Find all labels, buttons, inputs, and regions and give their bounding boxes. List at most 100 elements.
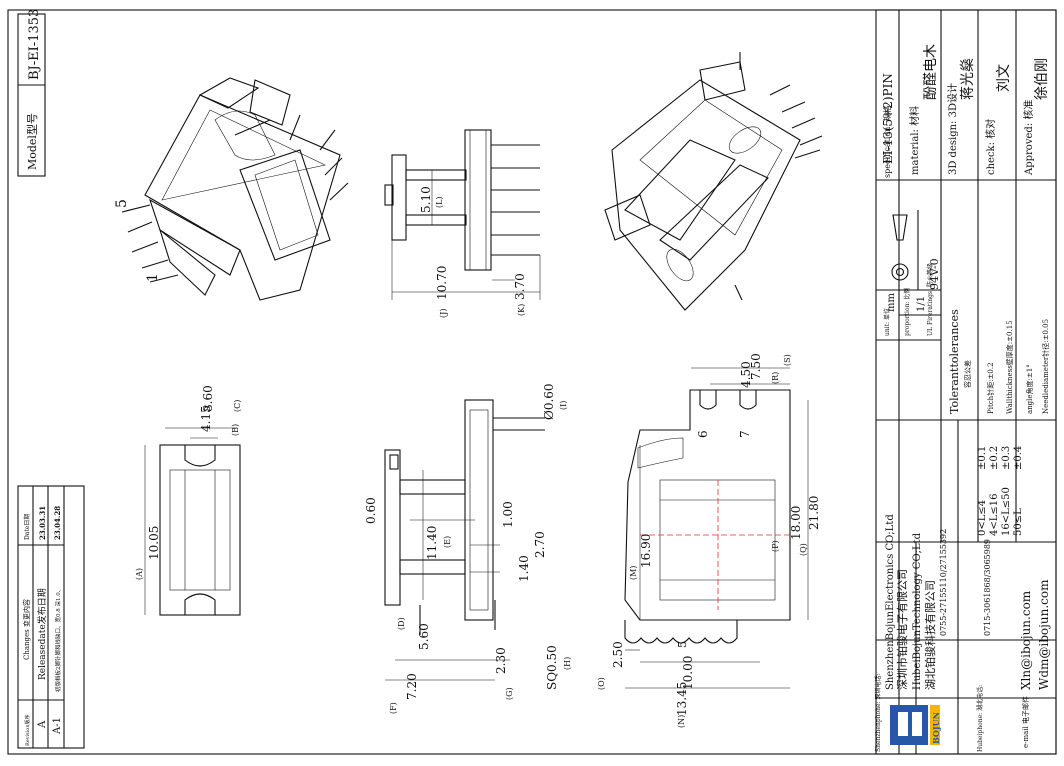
title-block: specification: 规格 EI-13(5+2)PIN unit: 单位…: [874, 9, 1057, 755]
dim-K-tag: (K): [517, 304, 526, 316]
dim-D-value: 5.60: [417, 623, 431, 650]
dim-5-value: 5: [676, 641, 689, 648]
dim-A-tag: (A): [135, 568, 144, 580]
dim-I-value: Ø0.60: [542, 383, 556, 420]
material-value: 酚醛电木: [923, 44, 939, 100]
dim-G-tag: (G): [505, 687, 514, 700]
iso-view-left: 5 1: [114, 77, 349, 301]
dim-C-tag: (C): [233, 400, 242, 412]
dim-I-tag: (I): [559, 401, 568, 410]
changes-row-2-date: 23.04.28: [53, 506, 62, 540]
dim-M-value: 16.90: [639, 534, 653, 568]
dim-G-value: 2.30: [494, 647, 508, 674]
changes-row-1-content: Releasedate发布日期: [36, 588, 48, 680]
spec-value: EI-13(5+2)PIN: [881, 73, 895, 164]
design-label: 3D design: 3D设计: [946, 83, 959, 175]
material-label: material: 材料: [908, 106, 921, 175]
approved-value: 徐伯刚: [1034, 58, 1050, 100]
changes-row-2-content: 初版档板2脚针脚和线缺口、宽0.8 深1.0、: [54, 587, 62, 692]
proportion-label: proportion: 比例: [903, 288, 911, 336]
dim-J-value: 10.70: [435, 266, 449, 300]
tolerance-range-4: 50≤L: [1013, 508, 1024, 536]
tolerance-pitch: Pitch针距:±0.2: [986, 362, 995, 414]
changes-row-1-date: 23.03.31: [38, 506, 47, 540]
dim-N-value: 13.45: [675, 682, 689, 716]
ul-value: 94V-0: [928, 258, 941, 290]
projection-symbol-icon: [891, 214, 909, 281]
company-name-cn-1: 深圳市铂骏电子有限公司: [895, 569, 909, 690]
tolerance-needle: Needlediameter针径:±0.05: [1041, 319, 1050, 414]
dim-H-tag: (H): [563, 657, 572, 670]
changes-row-2-rev: A-1: [52, 717, 63, 735]
company-name-en-2: HubeiBojunTechnology CO;Ltd: [912, 532, 923, 690]
dim-O-value: 2.50: [611, 641, 625, 668]
changes-table: Revision版序 Changes 变更内容 Date日期 A Release…: [17, 485, 85, 749]
email-2: Wdm@ibojun.com: [1037, 579, 1051, 690]
tolerance-angle: angle角度:±1°: [1025, 364, 1034, 414]
model-block: Model型号 BJ-EI-1353: [17, 9, 46, 177]
dim-B-value: 4.15: [199, 405, 213, 432]
dim-S-tag: (S): [783, 354, 792, 366]
dim-L-tag: (L): [435, 196, 444, 208]
model-number: BJ-EI-1353: [27, 9, 42, 80]
side-view-top: 5.10 (L) 10.70 (J) 3.70 (K): [384, 129, 541, 318]
company-name-en-1: ShenzhenBojunElectronics CO;Ltd: [885, 514, 896, 690]
dim-H-value: SQ0.50: [545, 645, 559, 690]
dim-E-value: 11.40: [425, 526, 439, 560]
model-label: Model型号: [25, 113, 39, 170]
dim-S-value: 7.50: [749, 353, 763, 380]
bottom-pin-7-label: 7: [738, 430, 752, 438]
dim-0.60-value: 0.60: [364, 497, 378, 524]
dim-L-value: 5.10: [419, 186, 433, 213]
dim-Q-value: 21.80: [807, 496, 821, 530]
iso-view-right: [604, 52, 823, 311]
dim-10.00-value: 10.00: [681, 656, 695, 690]
changes-date-header: Date日期: [23, 514, 31, 540]
dim-C-value: 8.60: [201, 385, 215, 412]
dim-F-value: 7.20: [405, 673, 419, 700]
tolerance-range-2: 4<L≤16: [989, 494, 1000, 537]
logo-text: BOJUN: [931, 712, 941, 744]
changes-content-header: Changes 变更内容: [22, 599, 31, 660]
dim-B-tag: (B): [231, 424, 240, 436]
company-name-cn-2: 湖北铂骏科技有限公司: [923, 580, 937, 690]
tolerance-value-1: ±0.1: [977, 446, 988, 470]
email-1: Xln@ibojun.com: [1019, 590, 1033, 690]
dim-P-value: 18.00: [789, 506, 803, 540]
bottom-pin-6-label: 6: [696, 430, 710, 438]
top-view: 8.60 (C) 4.15 (B) 10.05 (A): [135, 385, 242, 616]
dim-K-value: 3.70: [513, 273, 527, 300]
dim-O-tag: (O): [597, 677, 606, 690]
tolerance-wall: Wallthickness壁厚度:±0.15: [1005, 320, 1014, 414]
dim-P-tag: (P): [771, 540, 780, 552]
unit-value: mm: [886, 293, 897, 312]
tolerance-range-3: 16<L≤50: [1001, 487, 1012, 536]
phone-hb-label: Hubeiphone: 湖北电话:: [976, 685, 984, 752]
dim-R-tag: (R): [771, 372, 780, 384]
tolerances-title: Toleranttolerances: [948, 309, 961, 414]
check-value: 刘文: [996, 64, 1012, 92]
dim-E-tag: (E): [443, 536, 452, 548]
design-value: 蒋光燊: [959, 58, 976, 100]
tolerance-value-2: ±0.2: [989, 446, 1000, 470]
dim-1.00-value: 1.00: [501, 501, 515, 528]
phone-sz-label: Shenzhenphone: 深圳电话:: [874, 673, 882, 752]
spec-label: specification: 规格: [882, 105, 892, 178]
bojun-logo-icon: BOJUN: [890, 705, 941, 745]
dim-M-tag: (M): [629, 566, 638, 580]
iso-pin-5-label: 5: [114, 199, 130, 208]
phone-sz-value: 0755-27155110/27155392: [939, 529, 948, 636]
ul-label: UL Fireratings: 防火等级: [926, 263, 934, 336]
dim-A-value: 10.05: [147, 526, 161, 560]
changes-rev-header: Revision版序: [24, 714, 31, 746]
changes-row-1-rev: A: [37, 720, 48, 729]
proportion-value: 1/1: [916, 296, 927, 312]
dim-D-tag: (D): [397, 617, 406, 630]
dim-F-tag: (F): [389, 702, 398, 714]
tolerance-value-3: ±0.3: [1001, 446, 1012, 470]
approved-label: Approved: 核准: [1022, 100, 1035, 176]
dim-2.70-value: 2.70: [533, 531, 547, 558]
dim-N-tag: (N): [677, 715, 686, 728]
dim-J-tag: (J): [439, 309, 448, 318]
